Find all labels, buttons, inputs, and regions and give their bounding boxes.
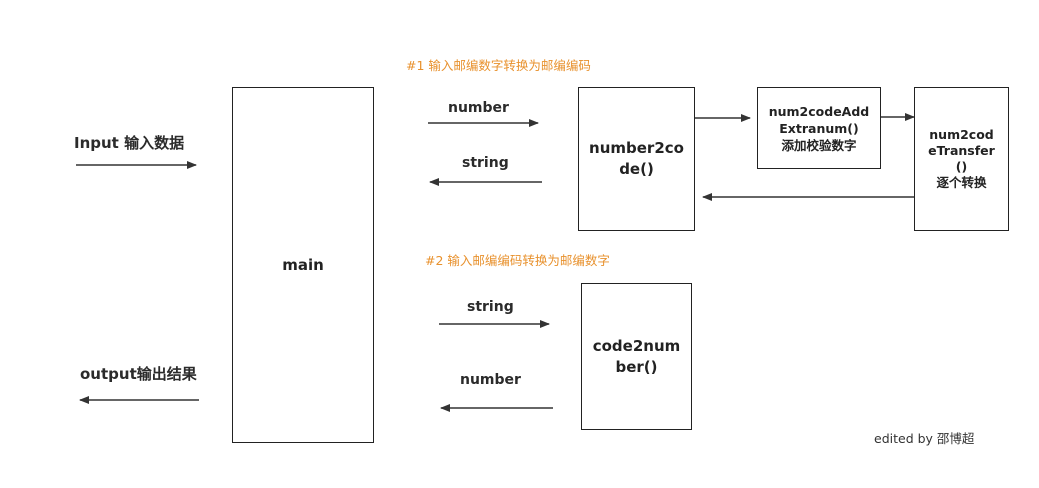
number2code-line-2: de() bbox=[619, 160, 654, 178]
input-label: Input 输入数据 bbox=[74, 134, 185, 152]
number2code-line-1: number2co bbox=[589, 139, 684, 157]
transfer-line-4: 逐个转换 bbox=[936, 175, 987, 190]
string-label-bottom: string bbox=[467, 299, 514, 315]
transfer-line-1: num2cod bbox=[929, 127, 994, 142]
transfer-line-2: eTransfer bbox=[928, 143, 995, 158]
string-label-top: string bbox=[462, 155, 509, 171]
transfer-line-3: () bbox=[955, 159, 968, 174]
signature: edited by 邵博超 bbox=[874, 431, 975, 446]
number-label-bottom: number bbox=[460, 372, 521, 388]
code2number-line-1: code2num bbox=[592, 336, 681, 355]
addextra-box: num2codeAdd Extranum() 添加校验数字 bbox=[757, 87, 881, 169]
addextra-line-2: Extranum() bbox=[779, 120, 859, 136]
transfer-box: num2cod eTransfer () 逐个转换 bbox=[914, 87, 1009, 231]
code2number-line-2: ber() bbox=[615, 357, 658, 376]
note-2: #2 输入邮编编码转换为邮编数字 bbox=[425, 253, 610, 268]
note-1: #1 输入邮编数字转换为邮编编码 bbox=[406, 58, 591, 73]
output-label: output输出结果 bbox=[80, 365, 197, 383]
number2code-box: number2co de() bbox=[578, 87, 695, 231]
code2number-box: code2num ber() bbox=[581, 283, 692, 430]
number-label-top: number bbox=[448, 100, 509, 116]
addextra-line-3: 添加校验数字 bbox=[781, 137, 857, 153]
main-box-label: main bbox=[282, 256, 324, 274]
addextra-line-1: num2codeAdd bbox=[768, 103, 870, 119]
main-box: main bbox=[232, 87, 374, 443]
